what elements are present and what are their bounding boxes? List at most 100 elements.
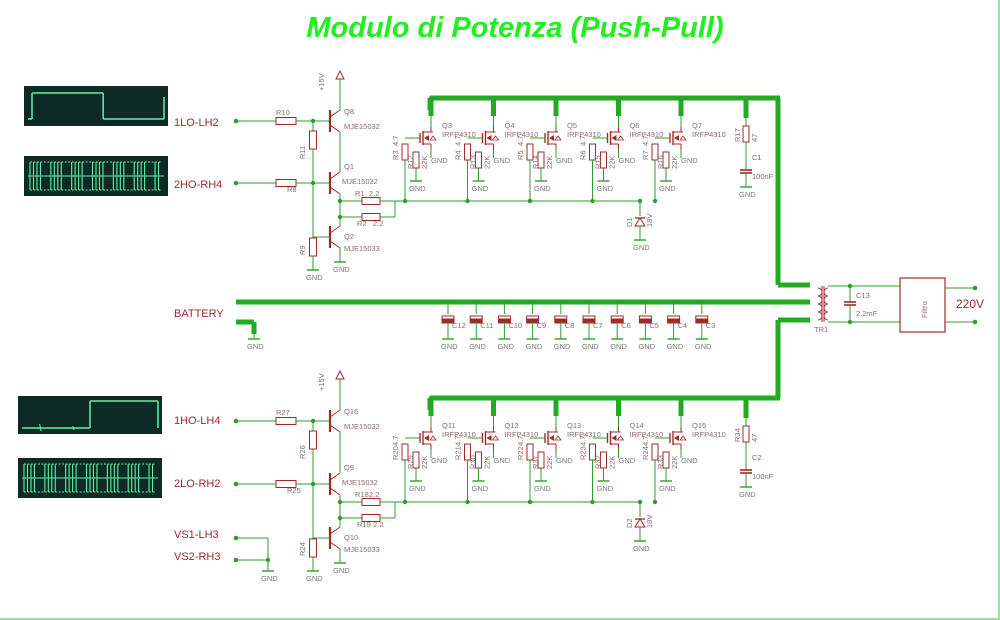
junction-dot	[402, 499, 408, 505]
capacitor-value: 100nF	[752, 472, 774, 481]
gnd-label: GND	[409, 484, 426, 493]
resistor-label: R26	[298, 445, 307, 459]
resistor-label: R27	[276, 408, 290, 417]
capacitor-c6	[610, 315, 624, 320]
capacitor-label: C3	[706, 321, 716, 330]
capacitor-c11	[469, 315, 483, 320]
mosfet-label: Q4	[505, 121, 515, 130]
gnd-label: GND	[659, 184, 676, 193]
transformer-winding	[817, 311, 823, 321]
mosfet-diode	[554, 135, 562, 141]
gnd-label: GND	[638, 342, 655, 351]
junction-dot	[337, 214, 343, 220]
resistor-label: R7	[641, 150, 650, 160]
transformer-winding	[817, 287, 823, 297]
capacitor-c3	[695, 315, 709, 320]
resistor-label: R29	[406, 455, 415, 469]
gnd-label: GND	[494, 156, 511, 165]
mosfet-part: IRFP4310	[630, 130, 664, 139]
mosfet-part: IRFP4310	[567, 430, 601, 439]
vcc-label: +15V	[317, 73, 326, 91]
mosfet-arrow	[611, 435, 617, 441]
resistor-value: 22K	[608, 456, 617, 469]
mosfet-diode	[491, 435, 500, 441]
resistor-value: 4.7	[579, 436, 588, 446]
resistor-label: R13	[469, 155, 478, 169]
transistor-q-hi	[329, 424, 341, 433]
transistor-label: Q1	[344, 162, 354, 171]
resistor-value: 4.7	[391, 136, 400, 146]
gnd-label: GND	[534, 184, 551, 193]
resistor-label: R25	[287, 486, 301, 495]
gnd-label: GND	[472, 184, 489, 193]
resistor-label: R30	[469, 455, 478, 469]
mosfet-label: Q3	[442, 121, 452, 130]
transistor-label: Q16	[344, 407, 358, 416]
resistor-label: R8	[287, 185, 297, 194]
junction-dot	[310, 118, 316, 124]
gnd-label: GND	[556, 456, 573, 465]
gnd-label: GND	[333, 265, 350, 274]
gnd-label: GND	[526, 342, 543, 351]
mosfet-diode	[491, 135, 500, 141]
resistor-snubber	[742, 125, 750, 143]
gnd-label: GND	[681, 156, 698, 165]
transistor-q-mid	[329, 472, 341, 481]
gnd-label: GND	[306, 273, 323, 282]
mosfet-diode	[554, 435, 562, 441]
input-label-vs2-rh3: VS2-RH3	[174, 551, 220, 563]
resistor-value: 4.7	[641, 436, 650, 446]
capacitor-label: C5	[649, 321, 659, 330]
gnd-label: GND	[681, 456, 698, 465]
resistor-label: R24	[298, 542, 307, 556]
resistor-label: R12	[406, 155, 415, 169]
junction-dot	[590, 198, 595, 204]
gnd-label: GND	[431, 456, 448, 465]
mosfet-label: Q12	[505, 421, 519, 430]
transistor-q-lo	[329, 526, 341, 535]
transistor-part: MJE15033	[344, 244, 380, 253]
capacitor-label: C11	[480, 321, 493, 330]
scope-trace-1	[24, 86, 168, 126]
resistor-value: 22K	[420, 156, 429, 169]
resistor-label: R2	[357, 219, 367, 228]
resistor-r1	[361, 498, 381, 506]
resistor-value: 22K	[545, 156, 554, 169]
capacitor-c5	[638, 315, 652, 320]
gnd-label: GND	[441, 342, 458, 351]
gnd-label: GND	[469, 342, 486, 351]
capacitor-c12	[441, 315, 455, 320]
gnd-label: GND	[333, 566, 350, 575]
resistor-value: 22K	[670, 456, 679, 469]
mosfet-diode	[616, 435, 625, 441]
gnd-label: GND	[610, 342, 627, 351]
resistor-label: R20	[391, 446, 400, 460]
capacitor-c8	[554, 315, 568, 320]
vcc-label: +15V	[317, 373, 326, 391]
capacitor-c7	[582, 315, 596, 320]
transistor-q-mid	[329, 487, 341, 496]
filter-box	[899, 277, 946, 333]
mosfet-label: Q5	[567, 121, 577, 130]
zener-d1	[634, 217, 646, 227]
resistor-label: R4	[454, 150, 463, 160]
resistor-value: 22K	[670, 156, 679, 169]
resistor-value: 4.7	[579, 136, 588, 146]
gnd-label: GND	[409, 184, 426, 193]
scope-trace-3-trace	[22, 400, 159, 432]
mosfet-diode	[429, 135, 437, 141]
resistor-base-1	[275, 417, 297, 425]
resistor-value: 2.2	[373, 219, 383, 228]
input-label-1ho-lh4: 1HO-LH4	[174, 415, 220, 427]
transistor-part: MJE15032	[344, 122, 380, 131]
resistor-value: 4.7	[391, 436, 400, 446]
capacitor-label: C1	[752, 153, 762, 162]
mosfet-part: IRFP4310	[567, 130, 601, 139]
junction-dot	[637, 499, 643, 505]
output-terminal	[972, 319, 978, 325]
resistor-value: 4.7	[454, 136, 463, 146]
resistor-pull-2	[309, 237, 317, 257]
junction-dot	[337, 499, 343, 505]
mosfet-label: Q7	[692, 121, 702, 130]
